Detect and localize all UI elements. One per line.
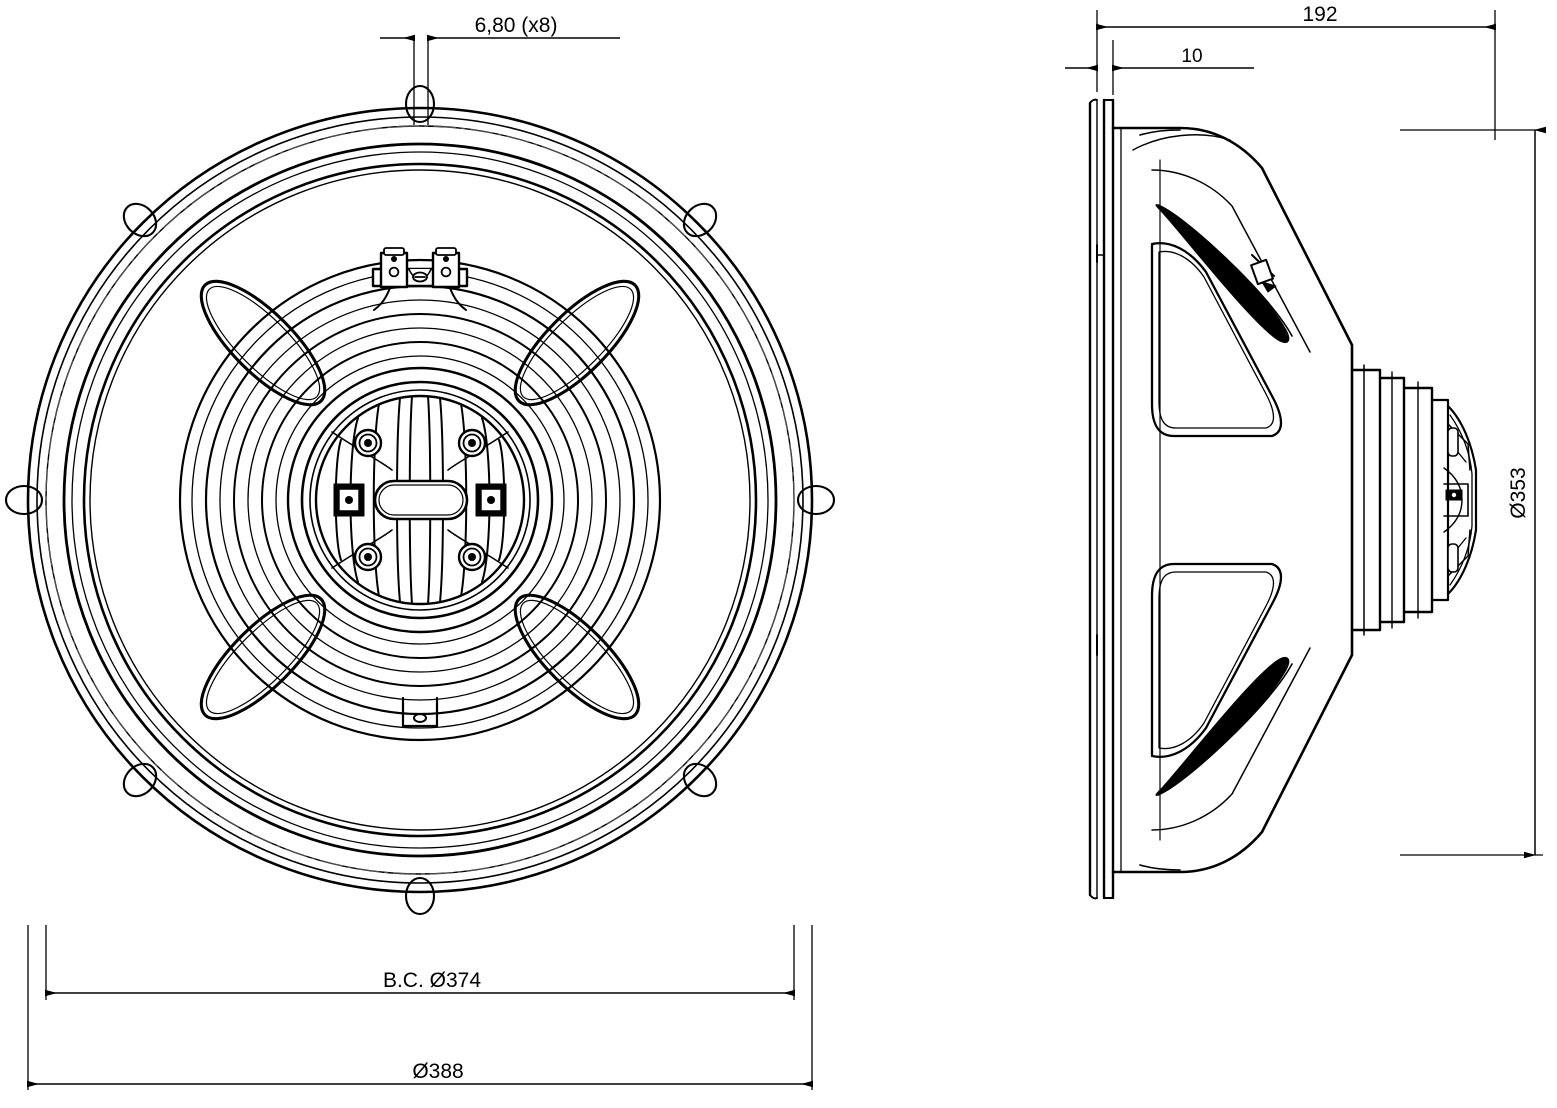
dustcap-side-block-left: [333, 483, 365, 517]
dim-cone-diameter: Ø353: [1400, 126, 1546, 859]
side-magnet-assembly: [1350, 364, 1450, 636]
front-surround-rings: [82, 162, 758, 838]
dim-bolt-circle-label: B.C. Ø374: [383, 969, 481, 992]
dim-cone-diameter-label: Ø353: [1507, 467, 1530, 518]
dustcap-bolt-group: [353, 428, 487, 572]
dim-overall-depth-label: 192: [1302, 3, 1337, 26]
terminal-screw: [388, 266, 400, 278]
bolt-circle-centerline: [45, 125, 795, 875]
dim-hole-diameter-label: 6,80 (x8): [475, 14, 558, 37]
side-mounting-flange: [1088, 98, 1115, 900]
dustcap: [300, 380, 540, 620]
dustcap-bolt: [457, 428, 487, 458]
side-vent-slot-lower: [1155, 656, 1293, 796]
side-basket-window-lower: [1150, 562, 1283, 758]
mounting-hole-group: [4, 84, 836, 916]
dustcap-bolt: [353, 428, 383, 458]
bottom-window-tab: [401, 696, 439, 728]
side-terminal: [1250, 254, 1277, 293]
vent-slot-group: [199, 279, 641, 721]
vent-slot: [513, 279, 641, 407]
dustcap-bolt: [353, 542, 383, 572]
dim-hole-diameter: 6,80 (x8): [380, 14, 620, 125]
side-vent-slot-upper: [1155, 204, 1293, 344]
dim-outer-diameter-label: Ø388: [412, 1060, 463, 1083]
dustcap-bolt: [457, 542, 487, 572]
dimension-layer: 6,80 (x8) B.C. Ø374 Ø388 192: [27, 3, 1546, 1090]
dim-bolt-circle: B.C. Ø374: [45, 925, 795, 1000]
side-view: [1088, 98, 1478, 900]
dustcap-center-plate: [373, 479, 469, 521]
side-rear-pole-detail: [1443, 404, 1478, 596]
side-basket-body: [1111, 126, 1354, 874]
dustcap-side-block-right: [475, 483, 507, 517]
dim-flange-thickness: 10: [1065, 40, 1254, 95]
side-basket-window-upper: [1150, 242, 1283, 438]
dim-flange-thickness-label: 10: [1181, 46, 1202, 67]
terminal-block: [371, 247, 469, 311]
tab-hole: [413, 713, 427, 723]
dim-outer-diameter: Ø388: [27, 925, 813, 1090]
dim-overall-depth: 192: [1096, 3, 1496, 140]
terminal-screw: [440, 266, 452, 278]
